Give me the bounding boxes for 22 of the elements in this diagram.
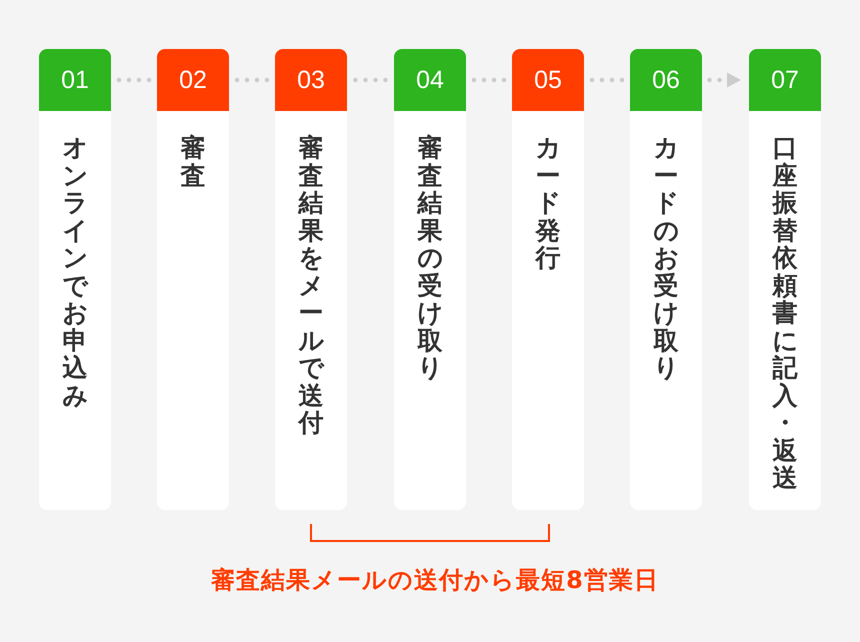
step-card bbox=[512, 49, 584, 510]
step-label: 審査結果の受け取り bbox=[418, 134, 442, 382]
step-card bbox=[394, 49, 466, 510]
step-label: 審査 bbox=[180, 134, 206, 189]
step-number: 04 bbox=[394, 49, 466, 111]
step-label: カードのお受け取り bbox=[654, 134, 678, 382]
step-label: 審査結果をメールで送付 bbox=[298, 134, 324, 436]
step-number: 06 bbox=[630, 49, 702, 111]
step-label: オンラインでお申込み bbox=[62, 134, 88, 409]
step-number: 07 bbox=[749, 49, 821, 111]
step-card bbox=[275, 49, 347, 510]
step-number: 03 bbox=[275, 49, 347, 111]
step-label: カード発行 bbox=[536, 134, 560, 272]
duration-note: 審査結果メールの送付から最短8営業日 bbox=[211, 566, 659, 595]
step-card bbox=[39, 49, 111, 510]
step-number: 01 bbox=[39, 49, 111, 111]
step-card bbox=[630, 49, 702, 510]
step-card bbox=[749, 49, 821, 510]
step-number: 05 bbox=[512, 49, 584, 111]
step-label: 口座振替依頼書に記入・返送 bbox=[772, 134, 798, 492]
step-card bbox=[157, 49, 229, 510]
step-number: 02 bbox=[157, 49, 229, 111]
